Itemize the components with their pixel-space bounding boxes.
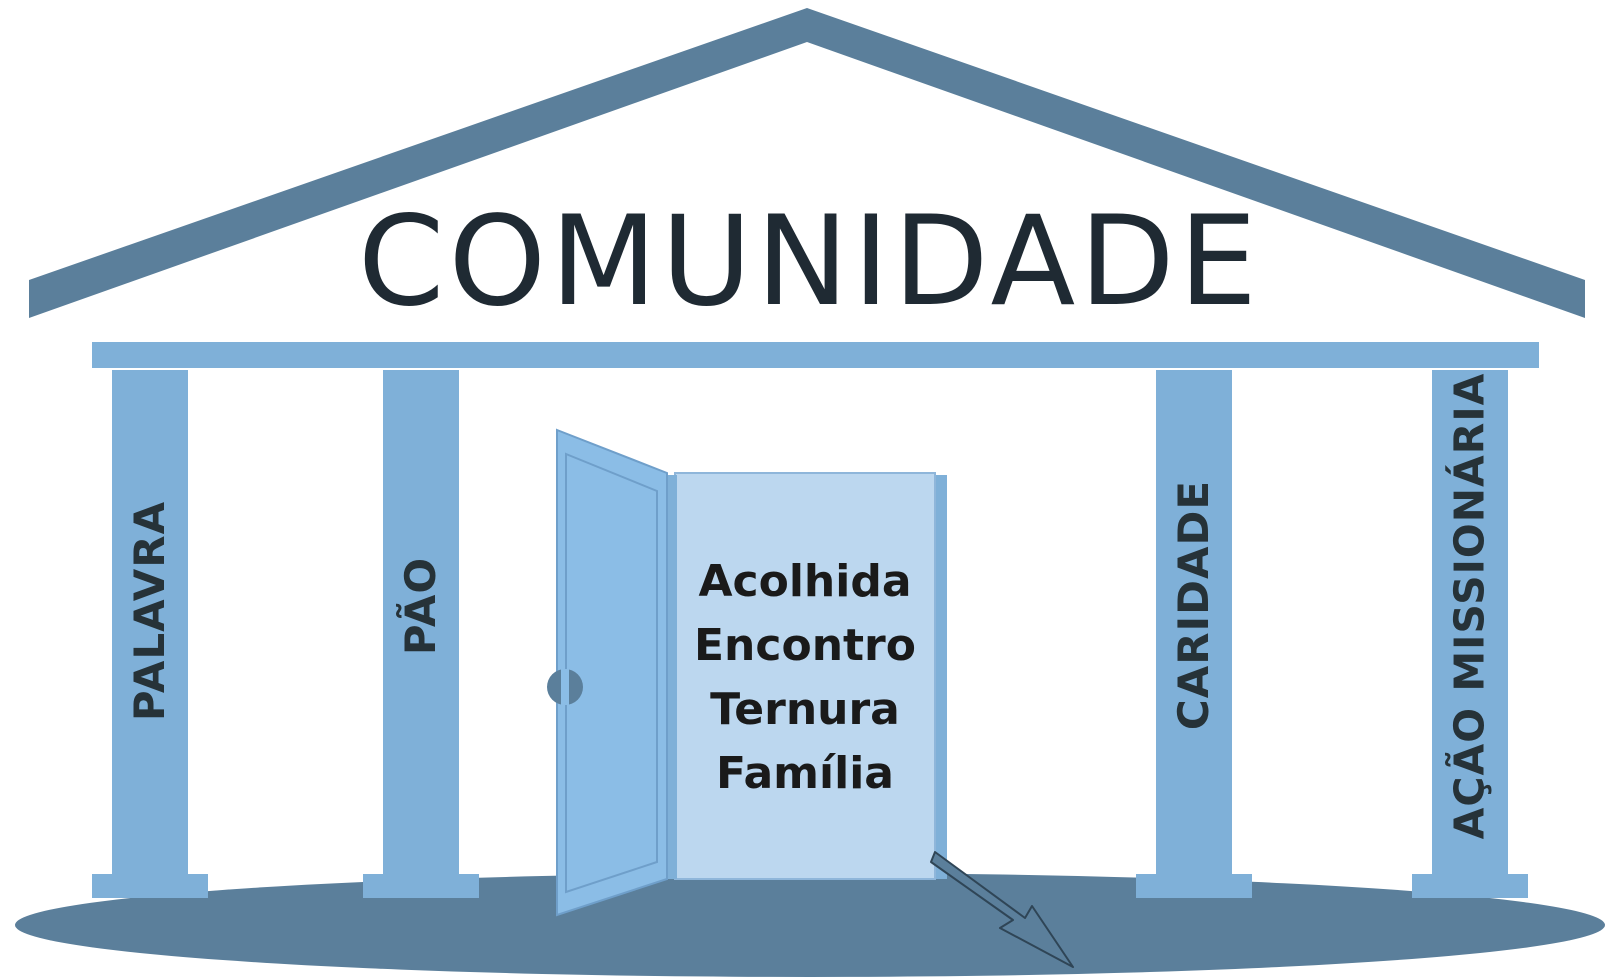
pillar-label-pao: PÃO (396, 556, 445, 656)
page-title: COMUNIDADE (357, 190, 1262, 334)
door-leaf (556, 428, 668, 917)
door-word: Família (716, 748, 894, 799)
door-word: Ternura (710, 684, 900, 735)
door-frame-edge (933, 475, 947, 879)
door-word: Acolhida (698, 556, 912, 607)
pillar-label-palavra: PALAVRA (125, 500, 174, 722)
door-knob-icon (547, 669, 583, 705)
beam (92, 342, 1539, 368)
door-word-list: Acolhida Encontro Ternura Família (675, 550, 935, 806)
door-leaf-inset (565, 452, 658, 894)
pillar-caridade (1136, 370, 1252, 898)
pillar-label-caridade: CARIDADE (1169, 479, 1218, 731)
outgoing-arrow-icon (930, 851, 1074, 968)
ground-ellipse (15, 873, 1605, 977)
pillar-acao-missionaria (1412, 370, 1528, 898)
pillar-palavra (92, 370, 208, 898)
door-word: Encontro (694, 620, 916, 671)
pillar-pao (363, 370, 479, 898)
pillar-label-acao-missionaria: AÇÃO MISSIONÁRIA (1445, 372, 1494, 840)
door-jamb (667, 475, 677, 879)
